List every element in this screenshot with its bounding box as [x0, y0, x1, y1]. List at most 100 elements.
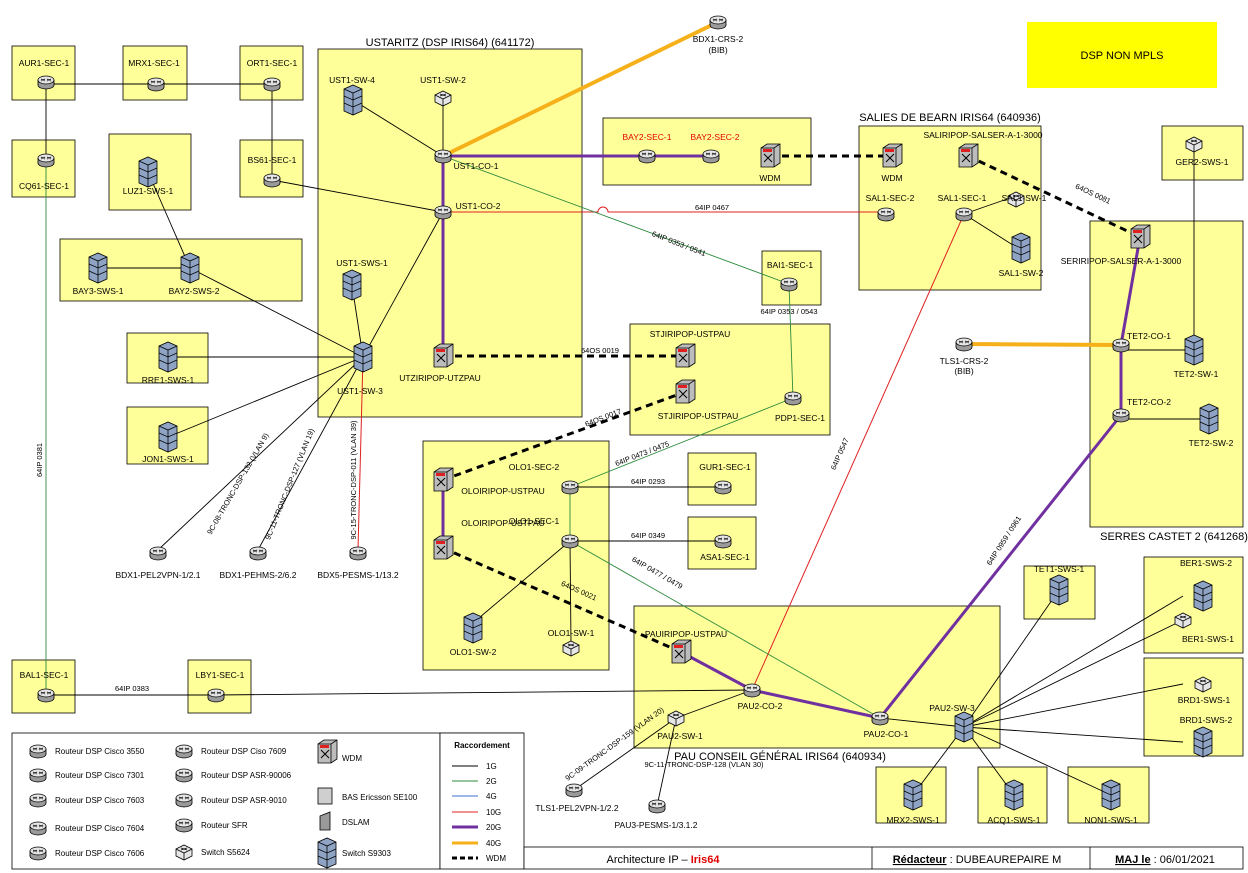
node-sal1sec1: SAL1-SEC-1 [938, 193, 987, 203]
link-label-0473: 64IP 0473 / 0475 [614, 439, 670, 468]
node-gur1: GUR1-SEC-1 [699, 462, 751, 472]
footer-box [523, 846, 1244, 870]
node-ust1co1: UST1-CO-1 [454, 161, 499, 171]
legend-2g: 2G [486, 777, 497, 786]
node-seripop: SERIRIPOP-SALSER-A-1-3000 [1061, 256, 1182, 266]
link-label-0467: 64IP 0467 [695, 203, 729, 212]
zone-serres-title: SERRES CASTET 2 (641268) [1100, 531, 1248, 543]
legend-rsfr: Routeur SFR [201, 821, 248, 830]
link-label-0081: 64OS 0081 [1074, 182, 1112, 206]
node-ust1co2: UST1-CO-2 [456, 201, 501, 211]
node-brd1sws2: BRD1-SWS-2 [1180, 715, 1233, 725]
legend-r7604: Routeur DSP Cisco 7604 [55, 824, 145, 833]
links-wdm [442, 154, 1141, 654]
legend-wdm: WDM [342, 754, 362, 763]
link-label-0383: 64IP 0383 [115, 684, 149, 693]
footer-maj-value: : 06/01/2021 [1151, 854, 1215, 866]
link-label-vlan30: 9C-11-TRONC-DSP-128 (VLAN 30) [644, 760, 764, 769]
footer-architecture: Architecture IP – Iris64 [607, 854, 721, 866]
link-label-vlan39: 9C-15-TRONC-DSP-011 (VLAN 39) [349, 420, 358, 540]
node-bdx1pehms: BDX1-PEHMS-2/6.2 [220, 570, 297, 580]
node-lby1: LBY1-SEC-1 [196, 670, 245, 680]
node-bay3: BAY3-SWS-1 [73, 286, 124, 296]
legend-10g: 10G [486, 808, 501, 817]
node-olo1sw1: OLO1-SW-1 [548, 628, 595, 638]
node-pau2sw3: PAU2-SW-3 [929, 703, 975, 713]
node-luz1: LUZ1-SWS-1 [123, 186, 174, 196]
node-bdx1pel: BDX1-PEL2VPN-1/2.1 [115, 570, 200, 580]
node-olo1sec1: OLO1-SEC-1 [509, 516, 560, 526]
node-acq1: ACQ1-SWS-1 [988, 815, 1041, 825]
node-bay2sws: BAY2-SWS-2 [169, 286, 220, 296]
node-bay2sec2: BAY2-SEC-2 [691, 132, 740, 142]
node-ust1sw4: UST1-SW-4 [329, 75, 375, 85]
node-ber1sws1: BER1-SWS-1 [1182, 634, 1234, 644]
legend-dslam: DSLAM [342, 818, 370, 827]
node-pau2sw1: PAU2-SW-1 [657, 731, 703, 741]
node-ber1sws2: BER1-SWS-2 [1180, 558, 1232, 568]
node-bay2sec1: BAY2-SEC-1 [623, 132, 672, 142]
zone-pau-title: PAU CONSEIL GÉNÉRAL IRIS64 (640934) [674, 750, 886, 763]
node-olo1sw2: OLO1-SW-2 [450, 647, 497, 657]
zone-pau [633, 605, 1001, 749]
zone-ustaritz-title: USTARITZ (DSP IRIS64) (641172) [366, 37, 535, 49]
link-label-0477: 64IP 0477 / 0479 [630, 555, 684, 591]
node-bdx1crs: BDX1-CRS-2 [693, 34, 744, 44]
legend-s5624: Switch S5624 [201, 848, 250, 857]
node-cq61: CQ61-SEC-1 [19, 181, 69, 191]
node-aur1: AUR1-SEC-1 [19, 58, 70, 68]
links-40g [442, 20, 1122, 347]
node-ust1sw2: UST1-SW-2 [420, 75, 466, 85]
legend-r7609: Routeur DSP Ciso 7609 [201, 747, 287, 756]
node-tet2co1: TET2-CO-1 [1127, 331, 1171, 341]
node-sal1sw1: SAL1-SW-1 [1002, 193, 1047, 203]
node-salpop: SALIRIPOP-SALSER-A-1-3000 [923, 130, 1042, 140]
node-bal1: BAL1-SEC-1 [20, 670, 69, 680]
footer-redacteur-value: : DUBEAUREPAIRE M [947, 854, 1062, 866]
link-label-0293: 64IP 0293 [631, 477, 665, 486]
legend-20g: 20G [486, 823, 501, 832]
footer-maj: MAJ le : 06/01/2021 [1115, 854, 1215, 866]
dsp-non-mpls-banner [1027, 22, 1217, 88]
node-wdm1: WDM [759, 173, 780, 183]
legend-r7603: Routeur DSP Cisco 7603 [55, 796, 145, 805]
zone-serres [1089, 220, 1244, 528]
dsp-non-mpls-label: DSP NON MPLS [1081, 50, 1164, 62]
node-paupop: PAUIRIPOP-USTPAU [645, 629, 727, 639]
legend-4g: 4G [486, 792, 497, 801]
link-label-0547: 64IP 0547 [829, 437, 851, 472]
site-boxes [11, 45, 1244, 824]
node-pau2co1: PAU2-CO-1 [864, 729, 909, 739]
node-bdx5pesms: BDX5-PESMS-1/13.2 [317, 570, 399, 580]
legend-1g: 1G [486, 762, 497, 771]
zone-stj [629, 323, 831, 436]
node-ort1: ORT1-SEC-1 [247, 58, 298, 68]
node-oloipop2: OLOIRIPOP-USTPAU [461, 518, 544, 528]
link-label-0381: 64IP 0381 [35, 443, 44, 477]
node-non1: NON1-SWS-1 [1084, 815, 1138, 825]
node-tet2sw1: TET2-SW-1 [1174, 369, 1219, 379]
node-bai1: BAI1-SEC-1 [767, 260, 814, 270]
node-tet2co2: TET2-CO-2 [1127, 397, 1171, 407]
link-label-0349: 64IP 0349 [631, 531, 665, 540]
legend-box [11, 732, 441, 870]
node-sal1sec2: SAL1-SEC-2 [866, 193, 915, 203]
link-label-0353-541: 64IP 0353 / 0541 [651, 229, 707, 258]
node-stjpop2: STJIRIPOP-USTPAU [658, 411, 739, 421]
node-ust1sws1: UST1-SWS-1 [336, 258, 388, 268]
legend-bas: BAS Ericsson SE100 [342, 793, 418, 802]
node-jon1: JON1-SWS-1 [142, 454, 194, 464]
node-tls1crs: TLS1-CRS-2 [940, 356, 989, 366]
node-oloipop1: OLOIRIPOP-USTPAU [461, 486, 544, 496]
node-utzpop: UTZIRIPOP-UTZPAU [399, 373, 481, 383]
legend-r9010: Routeur DSP ASR-9010 [201, 796, 287, 805]
node-brd1sws1: BRD1-SWS-1 [1178, 695, 1231, 705]
links-1g [45, 83, 1209, 807]
legend-icons [29, 739, 338, 869]
legend-40g: 40G [486, 839, 501, 848]
footer-arch-name: Iris64 [691, 854, 721, 866]
node-mrx1: MRX1-SEC-1 [128, 58, 180, 68]
node-tls1pel: TLS1-PEL2VPN-1/2.2 [535, 803, 618, 813]
node-pau3pesms: PAU3-PESMS-1/3.1.2 [615, 820, 698, 830]
node-mrx2: MRX2-SWS-1 [886, 815, 940, 825]
